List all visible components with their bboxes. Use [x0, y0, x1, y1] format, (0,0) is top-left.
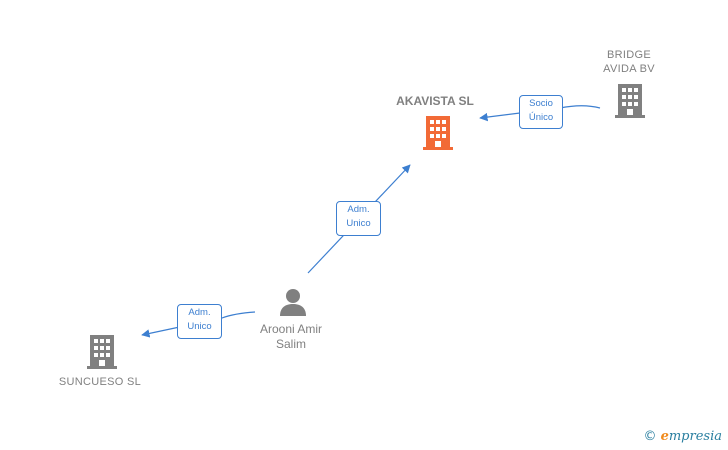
suncueso-label[interactable]: SUNCUESO SL — [58, 376, 142, 388]
edge-person-to-suncueso — [141, 311, 256, 338]
copyright-icon: © — [643, 429, 657, 444]
edge-label-socio-unico: Socio Único — [519, 95, 563, 129]
bridge-avida-building-icon[interactable] — [613, 83, 647, 119]
akavista-building-icon[interactable] — [421, 115, 455, 151]
bridge-avida-label[interactable]: BRIDGE AVIDA BV — [603, 49, 655, 75]
edge-label-adm-unico-suncueso: Adm. Unico — [177, 304, 222, 339]
edge-label-adm-unico-akavista: Adm. Unico — [336, 201, 381, 236]
person-label[interactable]: Arooni Amir Salim — [259, 322, 323, 351]
empresia-watermark: © empresia — [643, 429, 722, 444]
akavista-label[interactable]: AKAVISTA SL — [396, 94, 474, 108]
suncueso-building-icon[interactable] — [85, 334, 119, 370]
brand-name: mpresia — [668, 429, 722, 444]
person-icon[interactable] — [277, 286, 309, 318]
brand-initial: e — [660, 429, 669, 444]
